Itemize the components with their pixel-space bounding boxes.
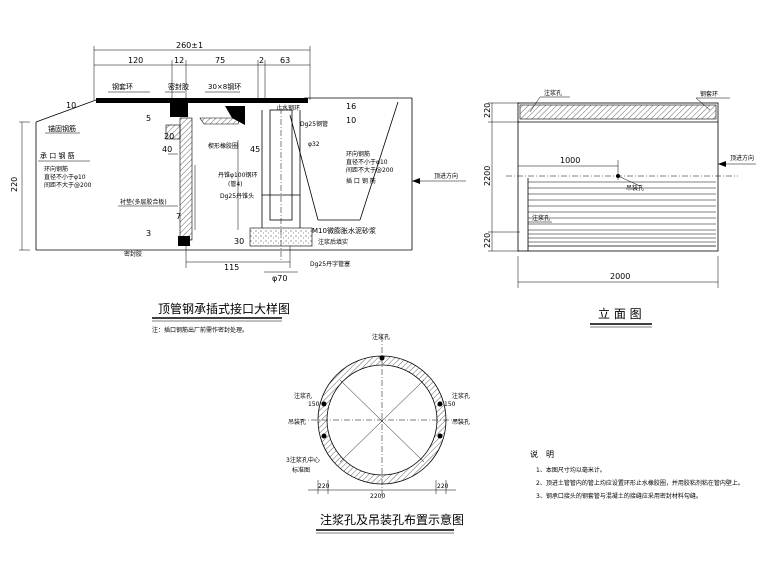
label-steel-collar: 钢套环 bbox=[112, 82, 133, 91]
elev-label-jack: 顶进方向 bbox=[730, 154, 754, 162]
section-label-top: 注浆孔 bbox=[372, 333, 390, 341]
section-dim-150b: 150 bbox=[444, 401, 456, 408]
notes-heading: 说 明 bbox=[530, 449, 554, 459]
section-dim-150a: 150 bbox=[308, 401, 320, 408]
label-stud: 丹锥φ100钢环 bbox=[218, 171, 257, 179]
dim-5: 5 bbox=[146, 114, 151, 123]
elev-dim-len: 2000 bbox=[610, 272, 630, 281]
dim-220-vertical: 220 bbox=[10, 177, 19, 192]
label-m10: M10微膨胀水泥砂浆 bbox=[312, 226, 376, 235]
elev-dim-bot: 220 bbox=[483, 233, 492, 248]
dim-115: 115 bbox=[224, 263, 239, 272]
section-label-right-hang: 吊装孔 bbox=[452, 418, 470, 426]
dim-3: 3 bbox=[146, 229, 151, 238]
notes-item-1: 1、本图尺寸均以毫米计。 bbox=[536, 466, 606, 474]
elev-dim-1000: 1000 bbox=[560, 156, 580, 165]
label-grout-fill: 注浆后填实 bbox=[318, 238, 348, 246]
label-liner: 衬垫(多层胶合板) bbox=[120, 198, 167, 206]
dim-10b: 10 bbox=[346, 116, 356, 125]
notes-item-2: 2、顶进土管管内的管上均应设置环形止水橡胶圈，并用胶粘剂粘在管内壁上。 bbox=[536, 479, 744, 487]
label-rubber-ring: 楔形橡胶圈 bbox=[208, 142, 238, 150]
elevation-stripes bbox=[528, 181, 716, 247]
label-seal-bottom: 密封胶 bbox=[124, 250, 142, 258]
label-jack-direction: 顶进方向 bbox=[434, 172, 458, 180]
label-steel-ring: 30×8钢环 bbox=[208, 82, 241, 91]
label-socket-rebar: 承 口 钢 筋 bbox=[40, 151, 75, 160]
dim-20: 20 bbox=[164, 132, 174, 141]
label-dg25-steel: Dg25钢管 bbox=[300, 120, 328, 128]
section-label-bottom-1: 3注浆孔中心 bbox=[286, 456, 320, 464]
label-water-stop: 止水钢环 bbox=[276, 104, 300, 112]
detail-title: 顶管钢承插式接口大样图 bbox=[158, 301, 290, 316]
dim-part-1: 120 bbox=[128, 56, 143, 65]
dim-total: 260±1 bbox=[176, 41, 203, 50]
notes-item-3: 3、钢承口接头的钢套管与混凝土的接缝应采用密封材料勾缝。 bbox=[536, 492, 702, 500]
elev-label-grout2: 注浆孔 bbox=[532, 214, 550, 222]
elevation-title: 立 面 图 bbox=[598, 306, 642, 321]
label-sealant: 密封胶 bbox=[168, 82, 189, 91]
dim-part-2: 12 bbox=[174, 56, 184, 65]
section-label-left-hang: 吊装孔 bbox=[288, 418, 306, 426]
elev-dim-top: 220 bbox=[483, 103, 492, 118]
dim-7: 7 bbox=[176, 212, 181, 221]
elev-arrow-left-icon bbox=[718, 161, 726, 167]
section-dim-right: 220 bbox=[437, 483, 449, 490]
section-dim-mid: 2200 bbox=[370, 493, 385, 500]
label-ring: (管4) bbox=[228, 180, 243, 188]
dim-40: 40 bbox=[162, 145, 172, 154]
dim-part-5: 63 bbox=[280, 56, 290, 65]
elev-label-grout: 注浆孔 bbox=[544, 89, 562, 97]
dim-16: 16 bbox=[346, 102, 356, 111]
joint-detail-drawing: 260±1 120 12 75 2 63 钢套环 密封胶 30×8钢环 bbox=[10, 41, 466, 334]
socket-line-3: 间距不大于@200 bbox=[44, 181, 92, 189]
elevation-drawing: 220 2200 220 1000 吊装孔 注浆孔 钢套环 顶进方向 注浆孔 2… bbox=[483, 89, 756, 328]
label-phi32: φ32 bbox=[308, 141, 320, 148]
label-dg25-pipe: Dg25丹字管塞 bbox=[310, 260, 350, 268]
section-label-left: 注浆孔 bbox=[294, 392, 312, 400]
dim-part-3: 75 bbox=[215, 56, 225, 65]
section-drawing: 注浆孔 注浆孔 注浆孔 吊装孔 吊装孔 150 150 3注浆孔中心 标准图 2… bbox=[286, 333, 470, 534]
elev-label-steel-ring: 钢套环 bbox=[700, 90, 718, 98]
notes-block: 说 明 1、本图尺寸均以毫米计。 2、顶进土管管内的管上均应设置环形止水橡胶圈，… bbox=[530, 449, 744, 500]
section-dim-left: 220 bbox=[318, 483, 330, 490]
dim-10: 10 bbox=[66, 101, 76, 110]
seal-line-1: 环向钢筋 bbox=[346, 150, 370, 158]
section-label-bottom-2: 标准图 bbox=[292, 466, 310, 474]
socket-line-2: 直径不小于φ10 bbox=[44, 173, 86, 181]
dim-45: 45 bbox=[250, 145, 260, 154]
dim-part-4: 2 bbox=[259, 56, 264, 65]
label-anchor-rebar: 锚固钢筋 bbox=[48, 124, 76, 133]
elev-label-hang: 吊装孔 bbox=[626, 184, 644, 192]
seal-line-4: 插 口 钢 筋 bbox=[346, 177, 376, 185]
seal-line-3: 间距不大于@200 bbox=[346, 166, 394, 174]
dim-30: 30 bbox=[234, 237, 244, 246]
label-dg25-jack: Dg25丹锥头 bbox=[220, 192, 254, 200]
section-title: 注浆孔及吊装孔布置示意图 bbox=[320, 512, 464, 527]
socket-line-1: 环向钢筋 bbox=[44, 165, 68, 173]
dim-phi70: φ70 bbox=[272, 274, 287, 283]
seal-line-2: 直径不小于φ10 bbox=[346, 158, 388, 166]
arrow-left-icon bbox=[412, 178, 420, 184]
section-label-right: 注浆孔 bbox=[452, 392, 470, 400]
detail-note: 注：插口钢筋出厂前需作密封处理。 bbox=[152, 326, 248, 334]
elev-dim-mid: 2200 bbox=[483, 166, 492, 186]
